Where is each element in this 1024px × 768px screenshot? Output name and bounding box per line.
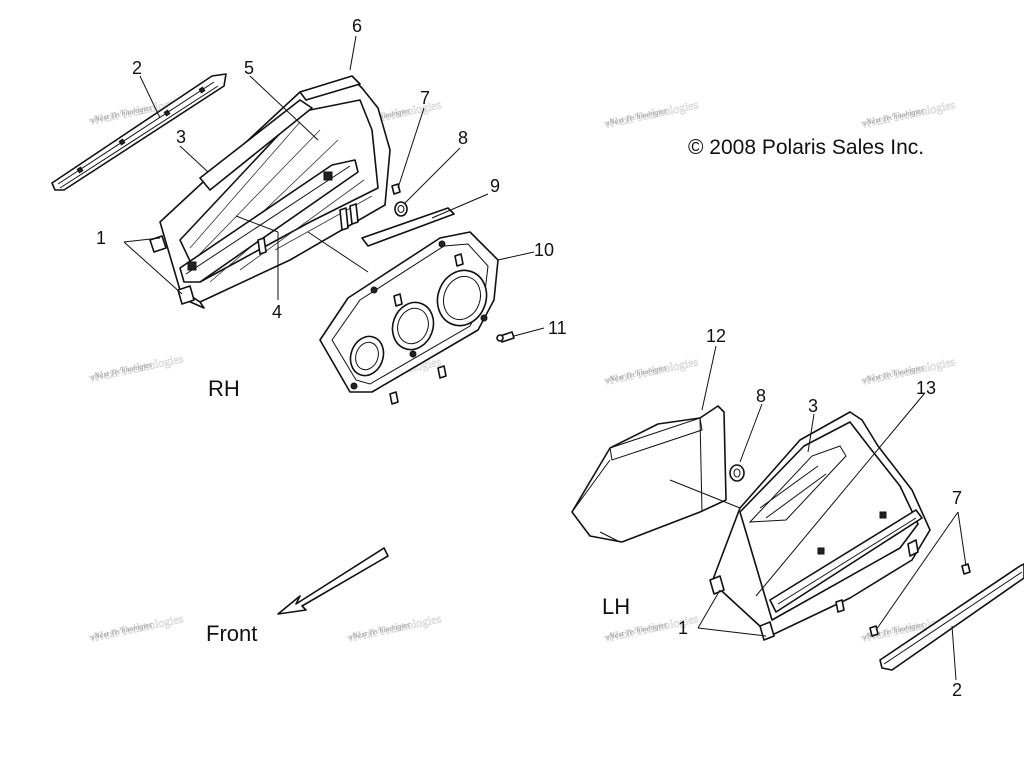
callout-5: 5: [244, 58, 254, 78]
callout-12: 12: [706, 326, 726, 346]
callout-3: 3: [176, 127, 186, 147]
lh-leader-lines: [669, 345, 967, 681]
callout-2: 2: [952, 680, 962, 700]
copyright-text: © 2008 Polaris Sales Inc.: [688, 136, 924, 159]
rh-gauge-plate-10: [319, 231, 499, 393]
callout-8: 8: [756, 386, 766, 406]
lh-foam-block-12: [571, 405, 727, 543]
callout-4: 4: [272, 302, 282, 322]
rh-leader-lines: [123, 35, 545, 337]
callout-1: 1: [678, 618, 688, 638]
rh-housing: [149, 75, 391, 309]
lh-assembly: 12 8 3 13 7 1 2 LH: [571, 326, 1024, 700]
lh-trim-strip: [879, 563, 1024, 671]
callout-6: 6: [352, 16, 362, 36]
rh-callouts: 2 5 6 3 1 7 8 9 10 11 4: [96, 16, 567, 338]
lh-label: LH: [602, 594, 630, 619]
callout-9: 9: [490, 176, 500, 196]
front-arrow: Front: [206, 547, 389, 646]
lh-screws-7: [869, 563, 971, 637]
lh-callouts: 12 8 3 13 7 1 2: [678, 326, 962, 700]
callout-8: 8: [458, 128, 468, 148]
callout-7: 7: [420, 88, 430, 108]
lh-grommet-8: [729, 464, 745, 482]
callout-3: 3: [808, 396, 818, 416]
callout-13: 13: [916, 378, 936, 398]
rh-screws: [389, 253, 515, 405]
callout-11: 11: [548, 318, 567, 338]
callout-7: 7: [952, 488, 962, 508]
front-label: Front: [206, 621, 257, 646]
callout-10: 10: [534, 240, 554, 260]
rh-grommet-8: [394, 201, 408, 217]
rh-label: RH: [208, 376, 240, 401]
rh-assembly: 2 5 6 3 1 7 8 9 10 11 4 RH: [51, 16, 567, 405]
rh-trim-strip: [51, 73, 227, 191]
rh-lens-strip-9: [361, 207, 455, 247]
callout-2: 2: [132, 58, 142, 78]
callout-1: 1: [96, 228, 106, 248]
lh-housing: [709, 411, 931, 641]
